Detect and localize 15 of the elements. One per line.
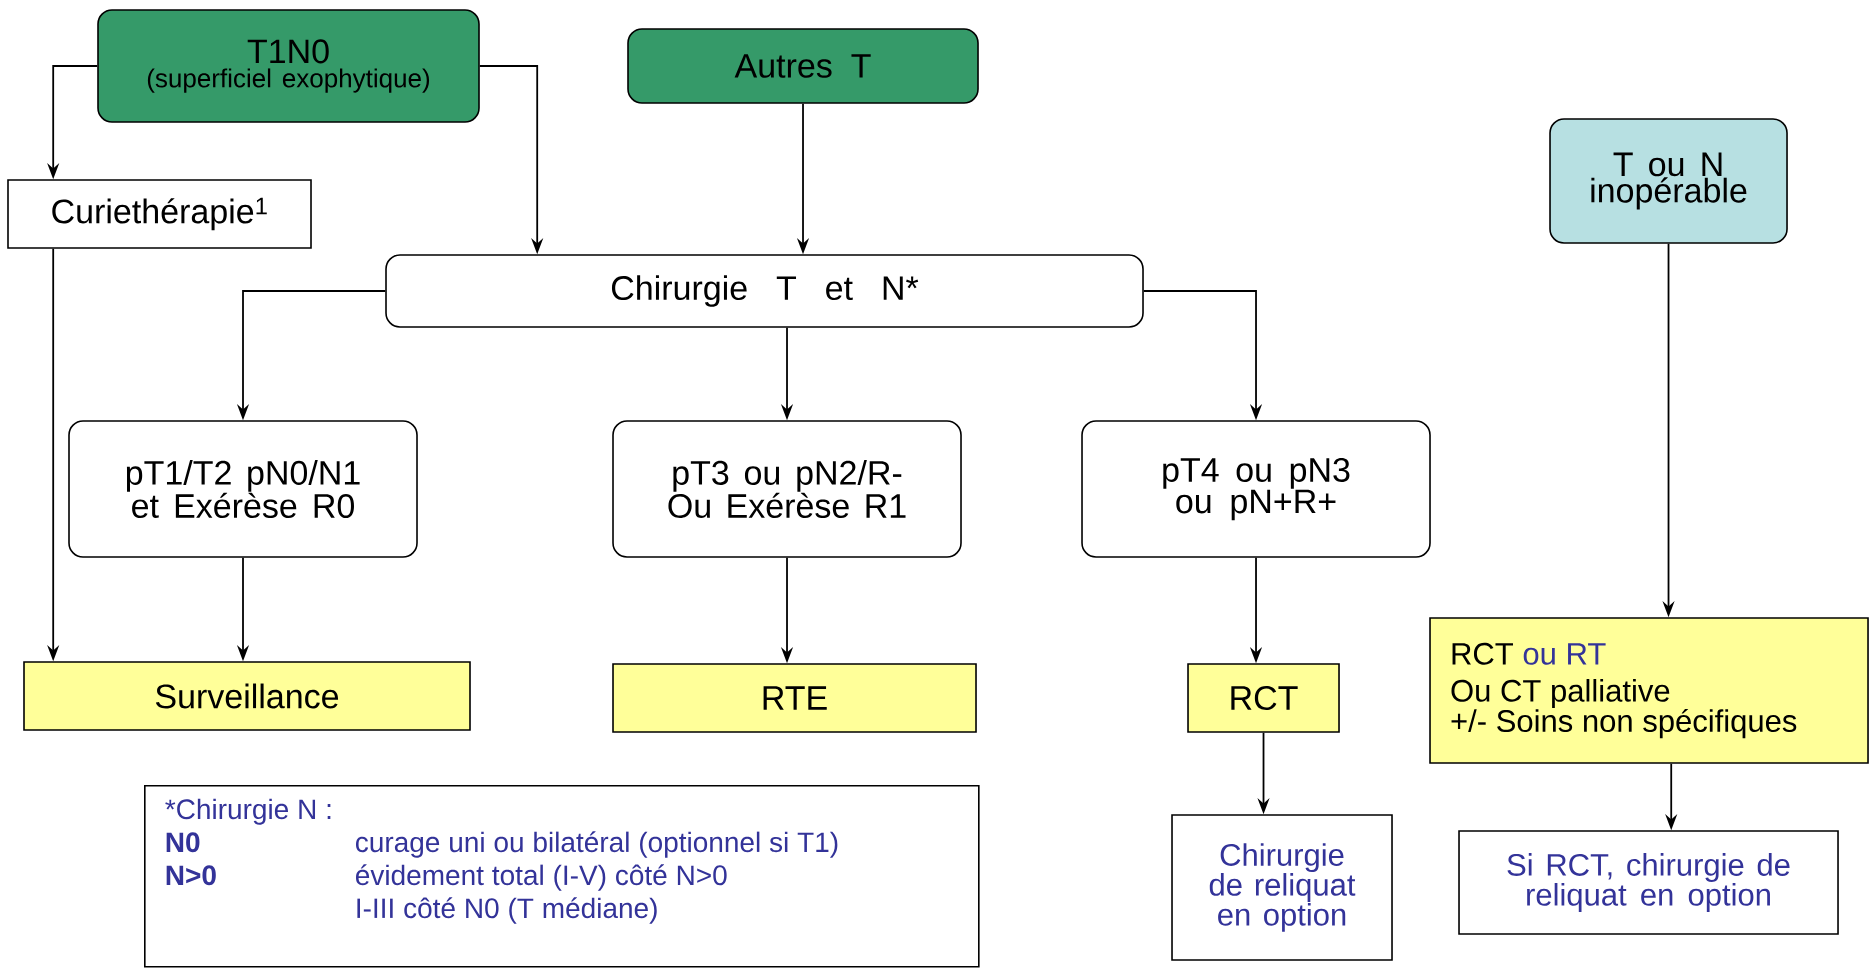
note-box: *Chirurgie N : N0 curage uni ou bilatéral (optionnel si T1) N>0 évidement total (I-V) côté N>0 I-III côté N0 (T médiane) xyxy=(144,785,980,968)
treatment-box: RCT xyxy=(1187,663,1340,733)
treatment-box: Curiethérapie$^{1}$ xyxy=(7,179,312,249)
condition-box: pT3 ou pN2/R- Ou Exérèse R1 xyxy=(612,420,962,558)
stage-box: T ou N inopérable xyxy=(1549,118,1788,244)
condition-box: pT1/T2 pN0/N1 et Exérèse R0 xyxy=(68,420,418,558)
condition-box: pT4 ou pN3 ou pN+R+ xyxy=(1081,420,1431,558)
process-box: Chirurgie T et N* xyxy=(385,254,1144,328)
treatment-box: RTE xyxy=(612,663,977,733)
option-box: Si RCT, chirurgie de reliquat en option xyxy=(1458,830,1839,935)
treatment-box: Surveillance xyxy=(23,661,471,731)
stage-box: T1N0 (superficiel exophytique) xyxy=(97,9,480,123)
option-box: Chirurgie de reliquat en option xyxy=(1171,814,1393,961)
treatment-box: RCT ou RT Ou CT palliative +/- Soins non spécifiques xyxy=(1429,617,1869,764)
stage-box: Autres T xyxy=(627,28,979,104)
